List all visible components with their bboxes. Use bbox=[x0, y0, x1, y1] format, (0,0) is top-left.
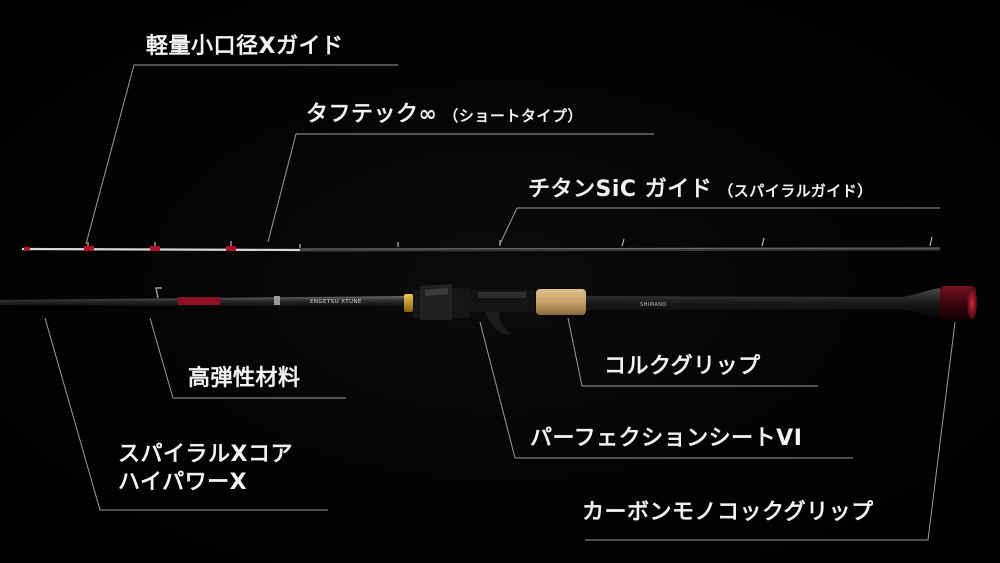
label-toughtec-note: （ショートタイプ） bbox=[443, 107, 583, 125]
label-carbon-grip: カーボンモノコックグリップ bbox=[582, 500, 874, 526]
label-material: 高弾性材料 bbox=[188, 366, 301, 392]
label-reel-seat: パーフェクションシートVI bbox=[530, 426, 802, 452]
butt-section bbox=[0, 284, 977, 335]
label-light-guide-text: 軽量小口径Xガイド bbox=[146, 34, 344, 59]
rod-maker-text: SHIMANO bbox=[640, 302, 667, 308]
label-carbon-grip-text: カーボンモノコックグリップ bbox=[582, 500, 874, 525]
label-cork-grip-text: コルクグリップ bbox=[604, 354, 761, 379]
label-titanium-guide-text: チタンSiC ガイド bbox=[528, 177, 713, 202]
label-reel-seat-text: パーフェクションシートVI bbox=[530, 426, 803, 451]
label-material-text: 高弾性材料 bbox=[188, 366, 301, 391]
label-cork-grip: コルクグリップ bbox=[604, 354, 761, 380]
tip-section bbox=[21, 236, 941, 252]
leader-lines bbox=[44, 64, 956, 541]
label-spiral-core: スパイラルXコア ハイパワーX bbox=[118, 442, 293, 496]
label-toughtec-text: タフテック∞ bbox=[306, 102, 438, 127]
label-titanium-guide: チタンSiC ガイド （スパイラルガイド） bbox=[528, 177, 873, 203]
rod-brand-text: ENGETSU XTUNE bbox=[310, 299, 362, 305]
label-toughtec: タフテック∞ （ショートタイプ） bbox=[306, 102, 583, 128]
label-titanium-guide-note: （スパイラルガイド） bbox=[718, 182, 873, 200]
label-light-guide: 軽量小口径Xガイド bbox=[146, 34, 343, 60]
